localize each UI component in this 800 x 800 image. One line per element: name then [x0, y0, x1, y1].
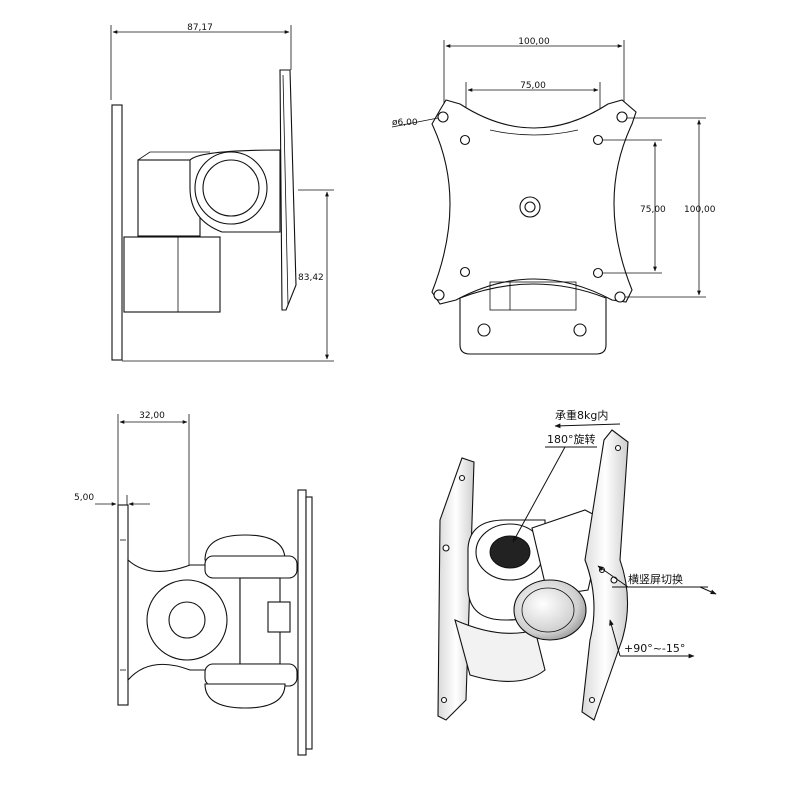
mount-hole-outer-tl — [437, 111, 449, 123]
front-inner-v-dimension: 75,00 — [640, 205, 666, 215]
front-outer-v-dimension: 100,00 — [684, 205, 716, 215]
hinge-pin — [267, 601, 291, 633]
top-knob — [204, 534, 286, 561]
vesa-plate-3d — [581, 429, 629, 721]
tilt-range-note: +90°~-15° — [624, 642, 685, 655]
bottom-knob — [204, 683, 286, 709]
hole-diameter-label: ø6,00 — [392, 118, 418, 128]
top-plate-dimension: 5,00 — [74, 493, 94, 503]
vesa-plate-lip — [305, 496, 313, 750]
center-pivot-bolt — [524, 201, 536, 213]
mount-hole-outer-bl — [433, 289, 445, 301]
orientation-switch-note: 横竖屏切换 — [628, 572, 683, 586]
tilt-knob — [513, 579, 587, 641]
swivel-bore — [489, 535, 531, 569]
mount-hole-outer-br — [614, 291, 626, 303]
top-collar — [204, 555, 298, 579]
side-width-dimension: 87,17 — [187, 23, 213, 33]
load-capacity-note: 承重8kg内 — [555, 408, 608, 422]
vesa-plate-top — [297, 489, 307, 756]
tab-hole-right — [573, 323, 587, 337]
side-height-dimension: 83,42 — [298, 273, 324, 283]
lower-block — [123, 236, 221, 313]
tab-slot — [489, 281, 577, 311]
swivel-ring-inner — [202, 159, 260, 217]
rotation-note: 180°旋转 — [547, 432, 596, 446]
front-inner-h-dimension: 75,00 — [520, 81, 546, 91]
wall-plate — [111, 104, 123, 361]
mount-hole-inner-tl — [459, 134, 471, 146]
front-outer-h-dimension: 100,00 — [518, 37, 550, 47]
side-view: 87,17 83,42 — [110, 23, 334, 362]
bottom-collar — [204, 663, 298, 687]
mount-hole-outer-tr — [616, 111, 628, 123]
wall-plate-top — [117, 504, 129, 706]
mount-hole-inner-tr — [592, 134, 604, 146]
top-view: 32,00 5,00 — [74, 411, 313, 756]
mount-hole-inner-br — [592, 267, 604, 279]
pivot-ring-inner — [168, 601, 206, 639]
lower-tab — [459, 283, 607, 355]
perspective-view: 承重8kg内 180°旋转 横竖屏切换 +90°~-15° — [437, 408, 717, 721]
mount-hole-inner-bl — [459, 266, 471, 278]
tab-hole-left — [477, 323, 491, 337]
vesa-plate-side — [279, 69, 297, 311]
top-depth-dimension: 32,00 — [139, 411, 165, 421]
front-view: 100,00 75,00 ø6,00 75,00 — [391, 37, 716, 355]
lower-arm — [454, 619, 546, 682]
